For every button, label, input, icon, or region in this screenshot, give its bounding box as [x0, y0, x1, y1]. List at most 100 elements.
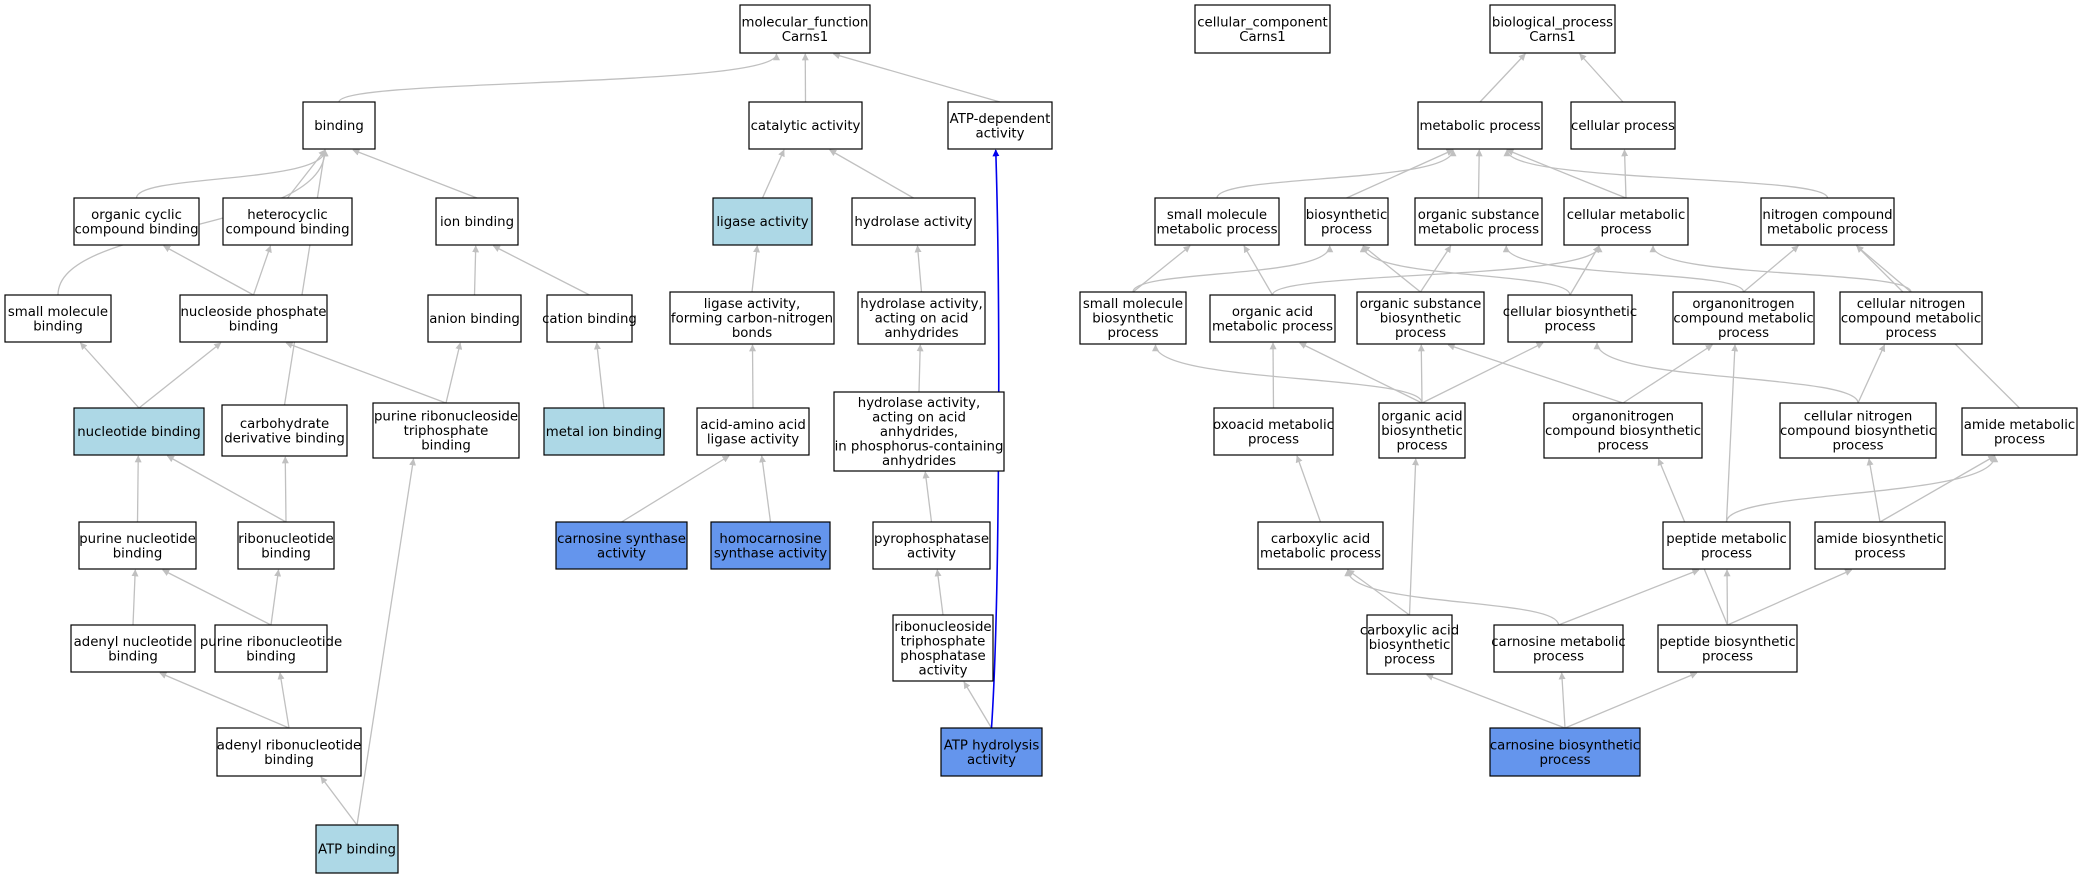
- node-hydphos[interactable]: hydrolase activity,acting on acidanhydri…: [833, 391, 1005, 472]
- node-label-line: pyrophosphatase: [874, 532, 989, 547]
- node-atpb[interactable]: ATP binding: [315, 824, 399, 874]
- node-box: [739, 4, 871, 54]
- edge-cellnitrobiosyn-to-cellnitromet: [1857, 344, 1886, 404]
- node-catalytic[interactable]: catalytic activity: [748, 101, 863, 150]
- node-metproc[interactable]: metabolic process: [1417, 101, 1543, 150]
- node-label-line: biosynthetic: [1381, 424, 1463, 439]
- edge-ligcn-to-ligase: [751, 245, 761, 293]
- edge-orgsubbiosyn-to-biosyn: [1362, 245, 1421, 293]
- node-label-line: process: [1832, 439, 1883, 454]
- node-cellproc[interactable]: cellular process: [1570, 101, 1676, 150]
- node-ionb[interactable]: ion binding: [435, 197, 519, 246]
- node-anionb[interactable]: anion binding: [427, 294, 522, 343]
- node-box: [1079, 291, 1187, 345]
- node-label-line: hydrolase activity,: [860, 297, 982, 312]
- node-label-line: Carns1: [1239, 30, 1285, 45]
- node-rntpase[interactable]: ribonucleosidetriphosphatephosphataseact…: [892, 614, 994, 682]
- node-binding[interactable]: binding: [302, 101, 376, 150]
- edge-carnsbiosyn-to-carnsmet: [1558, 672, 1566, 729]
- node-box: [1839, 291, 1983, 345]
- edge-cationb-to-ionb: [492, 245, 590, 296]
- edge-cellproc-to-bp: [1579, 53, 1624, 103]
- node-label-line: process: [1701, 546, 1752, 561]
- node-cationb[interactable]: cation binding: [542, 294, 637, 343]
- node-box: [543, 407, 665, 456]
- node-hydrolase[interactable]: hydrolase activity: [851, 197, 976, 246]
- node-metalb[interactable]: metal ion binding: [543, 407, 665, 456]
- node-box: [546, 294, 633, 343]
- node-box: [1414, 197, 1543, 246]
- node-box: [70, 624, 196, 673]
- edge-prntb-to-anionb: [445, 342, 463, 404]
- node-label-line: purine nucleotide: [79, 532, 196, 547]
- node-label-line: carnosine synthase: [557, 532, 686, 547]
- edge-cellnitromet-to-nitromet: [1856, 245, 1912, 293]
- edge-carnsbiosyn-to-peptidebiosyn: [1564, 672, 1698, 729]
- edge-orgsubmet-to-metproc: [1475, 149, 1483, 199]
- node-ligase[interactable]: ligase activity: [712, 197, 813, 246]
- node-label-line: binding: [246, 649, 296, 664]
- node-label-line: compound binding: [225, 222, 349, 237]
- edge-organonitromet-to-nitromet: [1743, 245, 1799, 293]
- node-label-line: cellular process: [1571, 119, 1675, 134]
- node-label-line: adenyl nucleotide: [74, 635, 193, 650]
- node-box: [748, 101, 863, 150]
- node-box: [73, 407, 205, 456]
- node-nucb[interactable]: nucleotide binding: [73, 407, 205, 456]
- edge-organonitrobiosyn-to-organonitromet: [1622, 344, 1713, 404]
- edge-nitromet-to-metproc: [1503, 149, 1829, 199]
- node-label-line: purine ribonucleotide: [200, 635, 342, 650]
- node-ligcn[interactable]: ligase activity,forming carbon-nitrogenb…: [669, 291, 835, 345]
- node-label-line: process: [1396, 439, 1447, 454]
- node-label-line: metal ion binding: [546, 425, 662, 440]
- node-box: [1194, 4, 1331, 54]
- edge-peptidebiosyn-to-amidebiosyn: [1727, 569, 1853, 626]
- edge-nucphos-to-hetcyc: [252, 245, 272, 296]
- node-hydanh[interactable]: hydrolase activity,acting on acidanhydri…: [857, 291, 986, 345]
- node-box: [179, 294, 328, 343]
